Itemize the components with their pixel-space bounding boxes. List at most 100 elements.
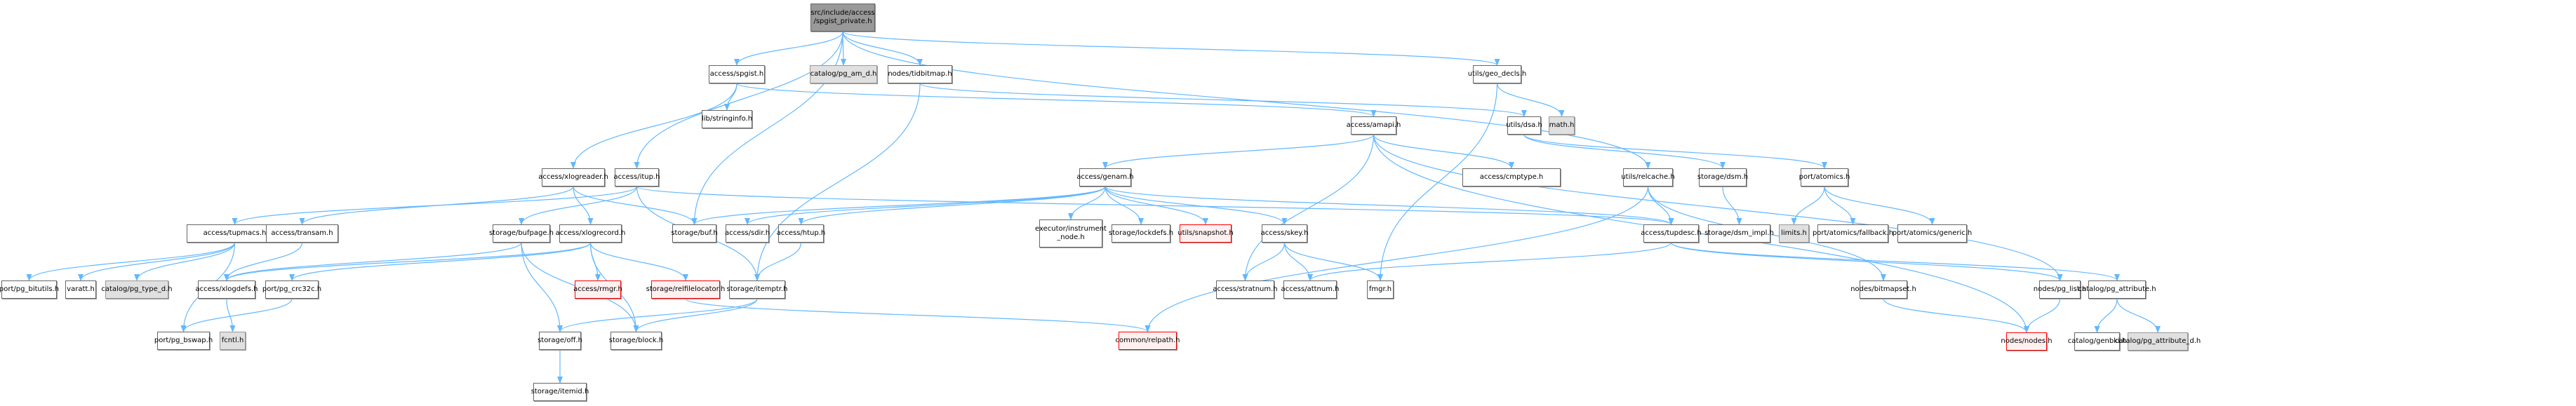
node-access-xlogrecord[interactable]: access/xlogrecord.h <box>556 224 625 243</box>
edge-xlogreader-to-buf <box>573 186 698 225</box>
edge-atomics-to-limits <box>1791 186 1825 225</box>
node-access-genam[interactable]: access/genam.h <box>1076 168 1134 187</box>
node-label: fmgr.h <box>1368 285 1392 293</box>
node-storage-dsm-impl[interactable]: storage/dsm_impl.h <box>1704 224 1774 243</box>
node-math: math.h <box>1549 116 1575 135</box>
node-label: access/rmgr.h <box>573 285 622 293</box>
node-access-skey[interactable]: access/skey.h <box>1261 224 1308 243</box>
edge-spgist-to-stringinfo <box>724 83 738 111</box>
node-label: access/itup.h <box>613 173 660 181</box>
node-port-atomics[interactable]: port/atomics.h <box>1798 168 1850 187</box>
node-access-sdir[interactable]: access/sdir.h <box>725 224 770 243</box>
node-storage-itemid[interactable]: storage/itemid.h <box>531 383 589 401</box>
node-label: lib/stringinfo.h <box>701 115 753 123</box>
node-label: storage/itemptr.h <box>726 285 788 293</box>
edge-relcache-to-relpath <box>1144 186 1649 332</box>
edge-tidbitmap-to-dsa <box>919 83 1527 117</box>
node-access-htup[interactable]: access/htup.h <box>777 224 825 243</box>
edge-root-to-relcache <box>842 31 1651 169</box>
node-lib-stringinfo[interactable]: lib/stringinfo.h <box>702 110 752 128</box>
edge-amapi-to-pg_list <box>1373 134 2063 281</box>
node-storage-block[interactable]: storage/block.h <box>608 332 664 350</box>
node-storage-relfilelocator[interactable]: storage/relfilelocator.h <box>646 280 725 299</box>
node-utils-snapshot[interactable]: utils/snapshot.h <box>1177 224 1234 243</box>
edge-transam-to-xlogdefs <box>224 242 303 281</box>
edge-bufpage-to-off <box>521 242 563 332</box>
node-utils-geo-decls[interactable]: utils/geo_decls.h <box>1468 65 1526 83</box>
node-port-pg-crc32c[interactable]: port/pg_crc32c.h <box>262 280 321 299</box>
edge-genam-to-lockdefs <box>1105 186 1144 225</box>
node-label: utils/dsa.h <box>1506 121 1542 129</box>
edge-dsm-to-dsm_impl <box>1722 186 1742 225</box>
node-label: nodes/bitmapset.h <box>1850 285 1916 293</box>
node-utils-dsa[interactable]: utils/dsa.h <box>1506 116 1542 135</box>
node-access-spgist[interactable]: access/spgist.h <box>709 65 765 83</box>
edge-xlogrecord-to-pg_crc32c <box>289 242 592 281</box>
node-utils-relcache[interactable]: utils/relcache.h <box>1621 168 1675 187</box>
edge-xlogrecord-to-relfilelocator <box>589 242 688 281</box>
edge-xlogrecord-to-xlogdefs <box>224 242 592 281</box>
node-fmgr[interactable]: fmgr.h <box>1367 280 1394 299</box>
edge-itemptr-to-off <box>557 298 758 332</box>
node-label: storage/lockdefs.h <box>1108 229 1174 237</box>
node-label: port/pg_bswap.h <box>154 337 213 344</box>
node-storage-itemptr[interactable]: storage/itemptr.h <box>726 280 788 299</box>
node-label: catalog/pg_type_d.h <box>101 285 173 293</box>
edge-pg_list-to-nodes <box>2024 298 2061 333</box>
edge-genam-to-sdir <box>745 186 1106 225</box>
node-root-spgist-private[interactable]: src/include/access /spgist_private.h <box>810 4 875 32</box>
node-storage-lockdefs[interactable]: storage/lockdefs.h <box>1108 224 1174 243</box>
edge-skey-to-fmgr <box>1283 242 1383 281</box>
node-label: nodes/tidbitmap.h <box>888 70 952 78</box>
node-nodes-pg-list[interactable]: nodes/pg_list.h <box>2034 280 2086 299</box>
node-nodes-nodes[interactable]: nodes/nodes.h <box>2001 332 2053 351</box>
node-label: access/xlogreader.h <box>538 173 608 181</box>
edge-tupmacs-to-pg_type_d <box>134 242 236 281</box>
node-access-tupdesc[interactable]: access/tupdesc.h <box>1641 224 1702 243</box>
node-label: catalog/pg_attribute_d.h <box>2114 337 2201 345</box>
edge-geo_decls-to-fmgr <box>1377 83 1498 281</box>
node-catalog-genbki[interactable]: catalog/genbki.h <box>2068 332 2126 351</box>
node-port-atomics-generic[interactable]: port/atomics/generic.h <box>1893 224 1972 243</box>
node-label: catalog/genbki.h <box>2067 337 2127 345</box>
node-port-pg-bitutils[interactable]: port/pg_bitutils.h <box>0 280 59 299</box>
node-access-transam[interactable]: access/transam.h <box>266 224 338 243</box>
node-access-attnum[interactable]: access/attnum.h <box>1281 280 1340 299</box>
node-label: access/attnum.h <box>1281 285 1340 293</box>
node-port-pg-bswap[interactable]: port/pg_bswap.h <box>154 332 213 350</box>
node-executor-instrument-node[interactable]: executor/instrument _node.h <box>1035 219 1107 248</box>
node-label: storage/bufpage.h <box>488 229 554 237</box>
node-storage-off[interactable]: storage/off.h <box>538 332 582 350</box>
node-catalog-pg-attribute-d: catalog/pg_attribute_d.h <box>2115 332 2201 351</box>
edge-bufpage-to-xlogdefs <box>224 242 522 281</box>
node-label: access/xlogdefs.h <box>195 285 258 293</box>
edge-genam-to-tupdesc <box>1105 186 1674 225</box>
node-nodes-bitmapset[interactable]: nodes/bitmapset.h <box>1850 280 1916 299</box>
node-label: storage/block.h <box>608 337 664 344</box>
node-label: nodes/nodes.h <box>2001 337 2053 345</box>
edge-amapi-to-stratnum <box>1242 134 1375 281</box>
node-access-stratnum[interactable]: access/stratnum.h <box>1213 280 1278 299</box>
edge-amapi-to-genam <box>1102 134 1375 169</box>
node-port-atomics-fallback[interactable]: port/atomics/fallback.h <box>1813 224 1893 243</box>
node-label: port/atomics.h <box>1798 173 1850 181</box>
node-storage-dsm[interactable]: storage/dsm.h <box>1697 168 1748 187</box>
node-catalog-pg-attribute[interactable]: catalog/pg_attribute.h <box>2078 280 2156 299</box>
node-storage-buf[interactable]: storage/buf.h <box>671 224 718 243</box>
edge-amapi-to-cmptype <box>1373 134 1514 169</box>
node-access-itup[interactable]: access/itup.h <box>613 168 660 187</box>
edge-spgist-to-amapi <box>736 83 1377 117</box>
node-access-rmgr[interactable]: access/rmgr.h <box>573 280 622 299</box>
edge-genam-to-instrument_node <box>1068 186 1106 220</box>
node-access-xlogreader[interactable]: access/xlogreader.h <box>538 168 608 187</box>
node-access-xlogdefs[interactable]: access/xlogdefs.h <box>195 280 258 299</box>
node-varatt[interactable]: varatt.h <box>65 280 96 299</box>
node-access-amapi[interactable]: access/amapi.h <box>1347 116 1401 135</box>
node-common-relpath[interactable]: common/relpath.h <box>1116 332 1180 350</box>
node-nodes-tidbitmap[interactable]: nodes/tidbitmap.h <box>888 65 952 83</box>
node-storage-bufpage[interactable]: storage/bufpage.h <box>489 224 554 243</box>
node-label: access/spgist.h <box>709 70 764 78</box>
edge-itup-to-tupmacs <box>232 186 638 225</box>
edge-root-to-spgist <box>734 31 843 66</box>
node-access-cmptype[interactable]: access/cmptype.h <box>1462 168 1561 187</box>
